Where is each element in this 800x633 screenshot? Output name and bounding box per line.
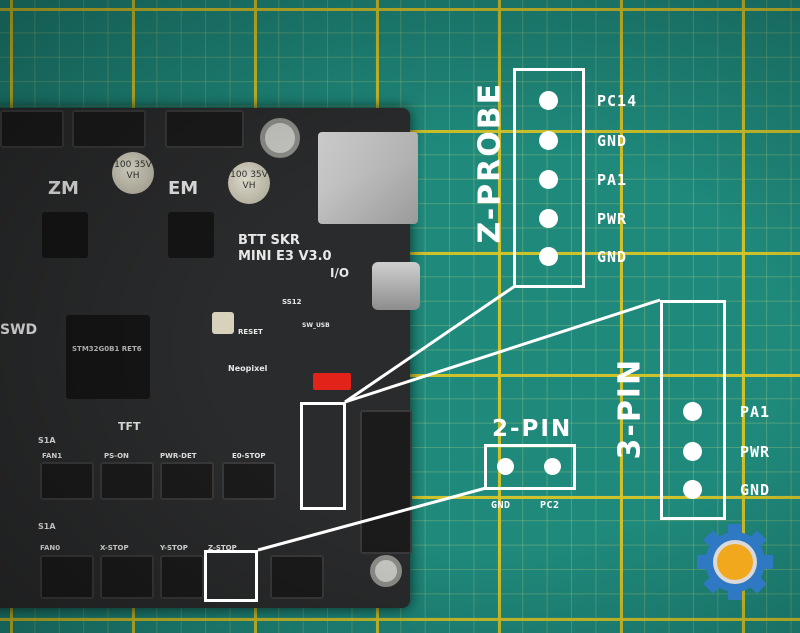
silk-sw-usb: SW_USB: [302, 322, 330, 329]
pin-dot: [539, 91, 558, 110]
pin-dot: [539, 131, 558, 150]
callout-line: [344, 284, 516, 404]
usb-port: [372, 262, 420, 310]
board-highlight-zprobe: [300, 402, 346, 510]
endstop-connector: [40, 462, 94, 500]
three-pin-label: GND: [740, 481, 771, 499]
capacitor: 100 35V VH: [112, 152, 154, 194]
endstop-connector: [40, 555, 94, 599]
sd-card-slot: [318, 132, 418, 224]
zprobe-pin-label: GND: [597, 132, 628, 150]
stepper-driver: [42, 212, 88, 258]
silk-neopixel: Neopixel: [228, 364, 268, 373]
silk-x-stop: X-STOP: [100, 544, 129, 552]
silk-swd: SWD: [0, 322, 38, 338]
silk-em: EM: [168, 178, 199, 199]
endstop-connector: [160, 555, 204, 599]
pin-dot: [497, 458, 514, 475]
zprobe-title: Z-PROBE: [472, 81, 508, 244]
silk-tft: TFT: [118, 420, 141, 433]
three-pin-title: 3-PIN: [612, 357, 648, 460]
pin-dot: [539, 209, 558, 228]
silk-s1a: S1A: [38, 522, 56, 531]
pin-dot: [683, 402, 702, 421]
reset-button: [212, 312, 234, 334]
zprobe-pin-label: PA1: [597, 171, 628, 189]
silk-io: I/O: [330, 266, 350, 280]
board-highlight-zstop: [204, 550, 258, 602]
zprobe-pin-label: GND: [597, 248, 628, 266]
silk-reset: RESET: [238, 328, 263, 336]
callout-line: [257, 486, 487, 552]
board-mount-hole: [260, 118, 300, 158]
pin-header: [360, 410, 412, 554]
three-pin-box: [660, 300, 726, 520]
pin-dot: [544, 458, 561, 475]
pin-dot: [539, 247, 558, 266]
mcu-chip-text: STM32G0B1 RET6: [72, 345, 142, 353]
motor-connector: [0, 110, 64, 148]
gear-icon: [697, 524, 773, 600]
endstop-connector: [222, 462, 276, 500]
capacitor: 100 35V VH: [228, 162, 270, 204]
endstop-connector: [100, 555, 154, 599]
zprobe-pin-label: PC14: [597, 92, 638, 110]
stepper-driver: [168, 212, 214, 258]
silk-fan0: FAN0: [40, 544, 61, 552]
silk-z-stop: Z-STOP: [208, 544, 237, 552]
mcu-chip: STM32G0B1 RET6: [66, 315, 150, 399]
silk-y-stop: Y-STOP: [160, 544, 188, 552]
three-pin-label: PWR: [740, 443, 771, 461]
pin-dot: [683, 480, 702, 499]
silk-s1a: S1A: [38, 436, 56, 445]
zprobe-pin-box: [513, 68, 585, 288]
three-pin-label: PA1: [740, 403, 771, 421]
silk-pwr-det: PWR-DET: [160, 452, 197, 460]
endstop-connector: [100, 462, 154, 500]
board-name-line2: MINI E3 V3.0: [238, 249, 332, 264]
two-pin-box: [484, 444, 576, 490]
two-pin-label: PC2: [540, 500, 560, 511]
silk-ss12: SS12: [282, 298, 302, 306]
silk-fan1: FAN1: [42, 452, 63, 460]
two-pin-title: 2-PIN: [492, 416, 573, 442]
callout-line: [344, 298, 661, 404]
endstop-connector: [270, 555, 324, 599]
pin-dot: [539, 170, 558, 189]
endstop-connector: [160, 462, 214, 500]
board-mount-hole: [370, 555, 402, 587]
zprobe-pin-label: PWR: [597, 210, 628, 228]
silk-ps-on: PS-ON: [104, 452, 129, 460]
silk-zm: ZM: [48, 178, 79, 199]
two-pin-label: GND: [491, 500, 511, 511]
red-jumper: [313, 373, 351, 390]
silk-e0-stop: E0-STOP: [232, 452, 266, 460]
pin-dot: [683, 442, 702, 461]
motor-connector: [72, 110, 146, 148]
motor-connector: [165, 110, 244, 148]
board-name-line1: BTT SKR: [238, 233, 300, 248]
